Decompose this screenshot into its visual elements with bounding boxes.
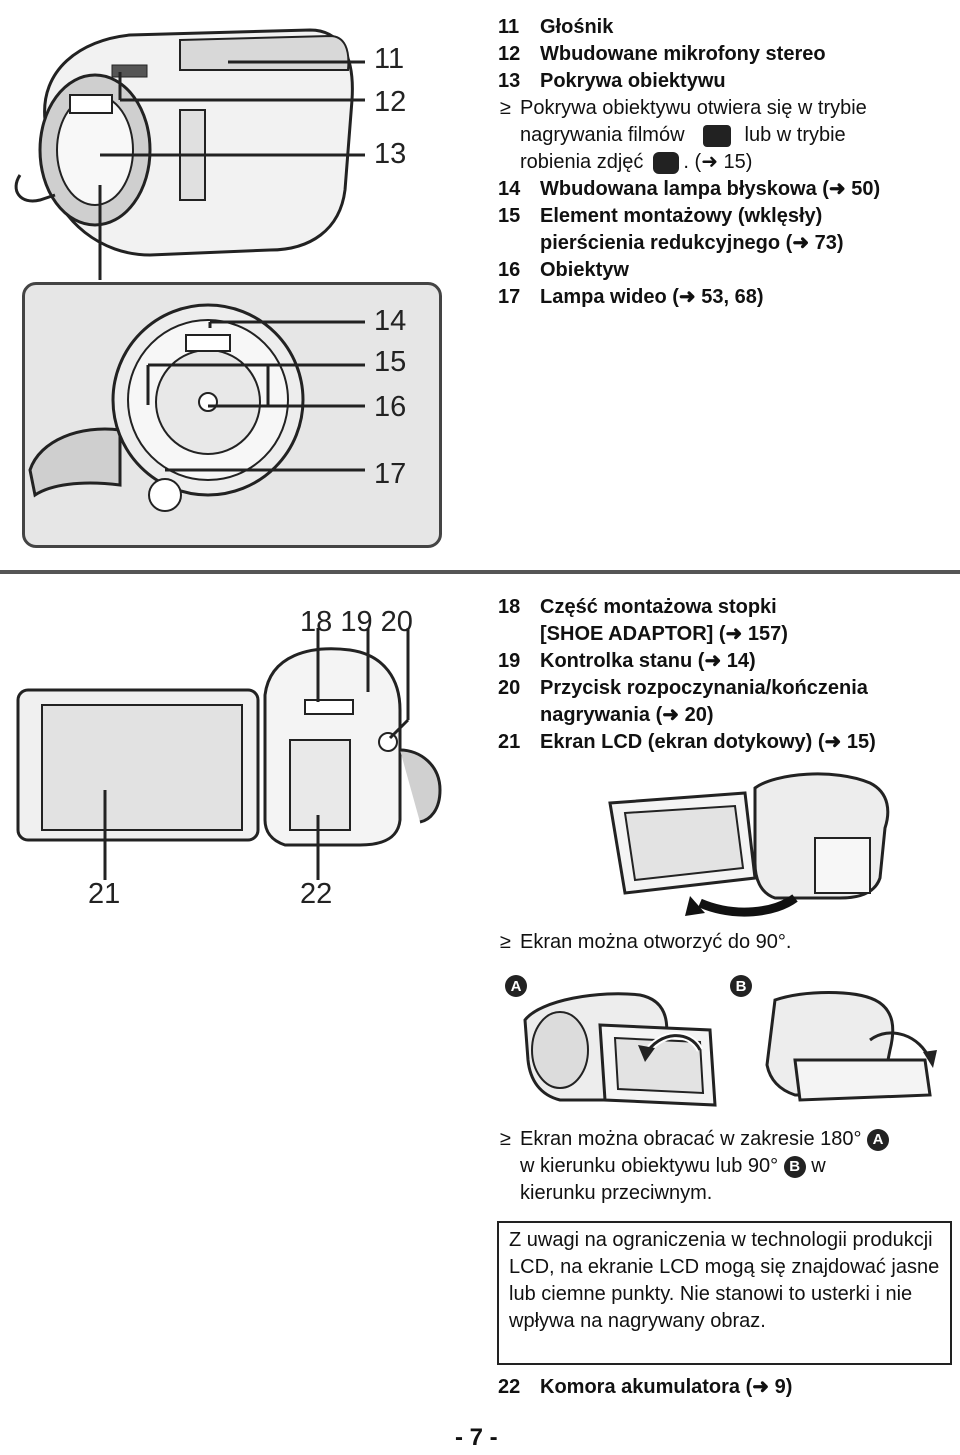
callout-22: 22 — [300, 878, 333, 910]
callout-18-19-20: 18 19 20 — [300, 606, 413, 638]
camera-front-illustration — [14, 28, 365, 280]
callout-21: 21 — [88, 878, 121, 910]
camera-lens-illustration — [28, 303, 365, 512]
callout-12: 12 — [374, 86, 407, 118]
cover-note: ≥ Pokrywa obiektywu otwiera się w trybie… — [500, 97, 867, 174]
lcd-open-illustration — [608, 772, 890, 917]
lcd-notice-text: Z uwagi na ograniczenia w technologii pr… — [509, 1229, 940, 1332]
movie-mode-icon — [702, 124, 731, 147]
photo-mode-icon — [653, 151, 680, 174]
lcd-notice-box: Z uwagi na ograniczenia w technologii pr… — [497, 1221, 952, 1365]
callout-16: 16 — [374, 391, 407, 423]
rotation-label-a: A — [505, 975, 527, 997]
open-note: ≥Ekran można otworzyć do 90°. — [500, 931, 792, 953]
camera-side-illustration — [16, 628, 442, 880]
callout-17: 17 — [374, 458, 407, 490]
section-divider — [0, 570, 960, 574]
rotation-label-b: B — [730, 975, 752, 997]
rotation-180-illustration — [523, 992, 717, 1107]
list-item-continuation: nagrywania (➜ 20) — [540, 704, 714, 726]
callout-11: 11 — [374, 43, 405, 75]
list-item-continuation: pierścienia redukcyjnego (➜ 73) — [540, 232, 844, 254]
callout-14: 14 — [374, 305, 407, 337]
top-figure: 11 12 13 14 15 16 17 — [0, 0, 450, 555]
page-number: - 7 - — [455, 1424, 498, 1451]
list-item-continuation: [SHOE ADAPTOR] (➜ 157) — [540, 623, 788, 645]
callout-13: 13 — [374, 138, 407, 170]
rotation-90-illustration — [765, 991, 937, 1102]
callout-15: 15 — [374, 346, 407, 378]
rotate-note: ≥ Ekran można obracać w zakresie 180° A … — [498, 1126, 890, 1207]
